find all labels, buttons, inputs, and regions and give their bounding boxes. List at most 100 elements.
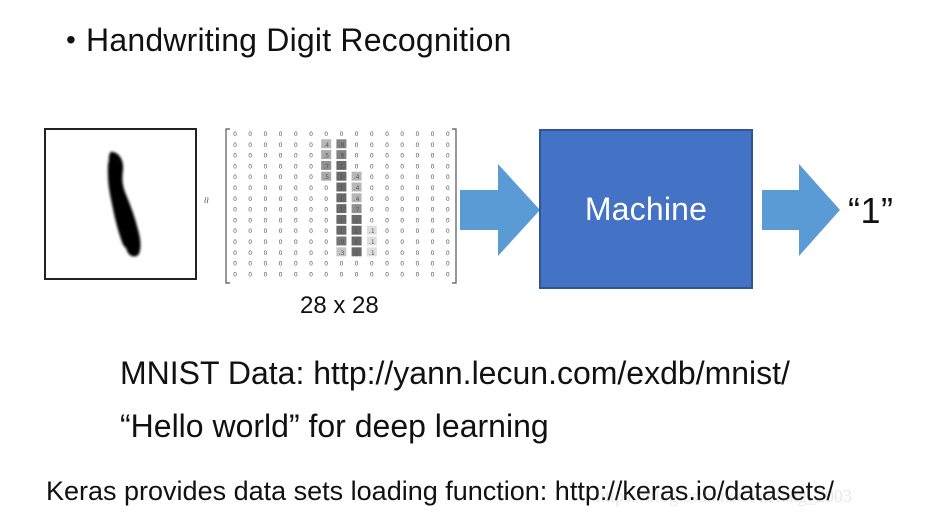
matrix-cell-value: 0 xyxy=(415,142,419,149)
matrix-cell-value: 1 xyxy=(339,174,343,181)
matrix-cell-value: 0 xyxy=(446,239,450,246)
matrix-cell-value: .5 xyxy=(323,174,329,181)
matrix-cell-value: 0 xyxy=(233,142,237,149)
matrix-cell-value: 0 xyxy=(415,163,419,170)
matrix-cell-value: 0 xyxy=(370,196,374,203)
matrix-cell-value: 0 xyxy=(309,261,313,268)
matrix-cell-value: 0 xyxy=(431,271,435,278)
matrix-cell-shade xyxy=(336,247,347,257)
matrix-cell-value: .1 xyxy=(369,239,375,246)
keras-datasets-line: Keras provides data sets loading functio… xyxy=(46,476,834,506)
matrix-cell-value: 0 xyxy=(233,207,237,214)
matrix-cell-value: 0 xyxy=(263,217,267,224)
matrix-cell-value: 0 xyxy=(400,217,404,224)
matrix-cell-value: 0 xyxy=(309,271,313,278)
matrix-cell-shade xyxy=(351,214,362,224)
matrix-cell-value: 0 xyxy=(248,217,252,224)
matrix-cell-value: 0 xyxy=(279,271,283,278)
matrix-cell-value: 0 xyxy=(339,261,343,268)
matrix-cell-value: 0 xyxy=(370,153,374,160)
matrix-cell-value: .4 xyxy=(323,142,329,149)
matrix-cell-value: 0 xyxy=(446,271,450,278)
matrix-cell-shade xyxy=(366,236,377,246)
matrix-cell-value: 0 xyxy=(446,142,450,149)
matrix-cell-shade xyxy=(321,171,332,181)
matrix-cell-value: 0 xyxy=(385,196,389,203)
matrix-cell-value: 0 xyxy=(370,271,374,278)
matrix-cell-value: 0 xyxy=(446,174,450,181)
matrix-cell-value: 0 xyxy=(324,228,328,235)
hello-world-line: “Hello world” for deep learning xyxy=(120,408,549,444)
matrix-cell-value: 0 xyxy=(233,250,237,257)
matrix-cell-value: 0 xyxy=(415,153,419,160)
matrix-cell-value: 0 xyxy=(446,185,450,192)
matrix-cell-value: 0 xyxy=(309,174,313,181)
machine-box: Machine xyxy=(539,129,753,289)
matrix-cell-value: 1 xyxy=(339,185,343,192)
matrix-cell-value: 0 xyxy=(248,153,252,160)
handwritten-digit-image xyxy=(44,128,197,280)
matrix-cell-value: 0 xyxy=(446,261,450,268)
matrix-cell-value: 0 xyxy=(431,131,435,138)
matrix-cell-value: 0 xyxy=(324,261,328,268)
matrix-cell-value: 0 xyxy=(233,217,237,224)
matrix-cell-value: 0 xyxy=(263,261,267,268)
matrix-cell-value: 1 xyxy=(339,196,343,203)
matrix-cell-value: 0 xyxy=(248,207,252,214)
matrix-cell-value: 0 xyxy=(431,228,435,235)
matrix-left-bracket xyxy=(225,128,230,284)
matrix-cell-value: 0 xyxy=(400,153,404,160)
matrix-cell-value: 0 xyxy=(355,153,359,160)
matrix-cell-value: 0 xyxy=(279,142,283,149)
matrix-cell-value: 0 xyxy=(385,250,389,257)
matrix-cell-value: 0 xyxy=(385,142,389,149)
matrix-cell-value: 0 xyxy=(415,228,419,235)
matrix-cell-value: 0 xyxy=(309,142,313,149)
matrix-cell-value: 0 xyxy=(248,142,252,149)
matrix-cell-value: 0 xyxy=(324,250,328,257)
matrix-cell-value: 0 xyxy=(279,228,283,235)
matrix-cell-value: 0 xyxy=(415,174,419,181)
matrix-cell-value: 0 xyxy=(309,207,313,214)
matrix-cell-value: 0 xyxy=(370,261,374,268)
matrix-cell-value: 0 xyxy=(370,163,374,170)
matrix-cell-value: 0 xyxy=(385,228,389,235)
matrix-cell-value: 0 xyxy=(324,196,328,203)
matrix-cell-value: 0 xyxy=(309,153,313,160)
matrix-cell-value: 0 xyxy=(324,239,328,246)
matrix-cell-value: 0 xyxy=(400,131,404,138)
matrix-cell-value: 0 xyxy=(263,207,267,214)
matrix-cell-value: 0 xyxy=(431,153,435,160)
matrix-cell-value: 0 xyxy=(294,207,298,214)
matrix-cell-value: 0 xyxy=(309,196,313,203)
matrix-cell-value: .4 xyxy=(354,174,360,181)
matrix-cell-value: 0 xyxy=(415,239,419,246)
matrix-cell-value: 0 xyxy=(370,131,374,138)
matrix-cell-value: 0 xyxy=(355,271,359,278)
matrix-cell-value: 1 xyxy=(339,228,343,235)
title-bullet: • xyxy=(66,23,77,55)
matrix-cell-value: 0 xyxy=(446,163,450,170)
matrix-cell-value: 0 xyxy=(233,196,237,203)
matrix-cell-value: 0 xyxy=(385,239,389,246)
matrix-cell-value: 0 xyxy=(279,217,283,224)
matrix-cell-value: 0 xyxy=(309,185,313,192)
matrix-cell-value: 0 xyxy=(339,271,343,278)
matrix-cell-value: 0 xyxy=(309,217,313,224)
matrix-cell-value: 0 xyxy=(324,207,328,214)
matrix-cell-value: 0 xyxy=(279,261,283,268)
slide-title: • Handwriting Digit Recognition xyxy=(66,22,512,59)
matrix-cell-value: 0 xyxy=(233,228,237,235)
matrix-cell-value: 0 xyxy=(294,131,298,138)
matrix-cell-value: 0 xyxy=(446,196,450,203)
matrix-cell-value: 0 xyxy=(370,174,374,181)
matrix-cell-value: 0 xyxy=(233,261,237,268)
matrix-cell-value: 0 xyxy=(415,261,419,268)
digit-one-drawing xyxy=(107,151,141,257)
matrix-cell-value: 0 xyxy=(263,142,267,149)
matrix-cell-value: 0 xyxy=(385,185,389,192)
matrix-cell-value: 0 xyxy=(233,153,237,160)
matrix-cell-value: 0 xyxy=(309,239,313,246)
matrix-cell-value: 0 xyxy=(385,174,389,181)
